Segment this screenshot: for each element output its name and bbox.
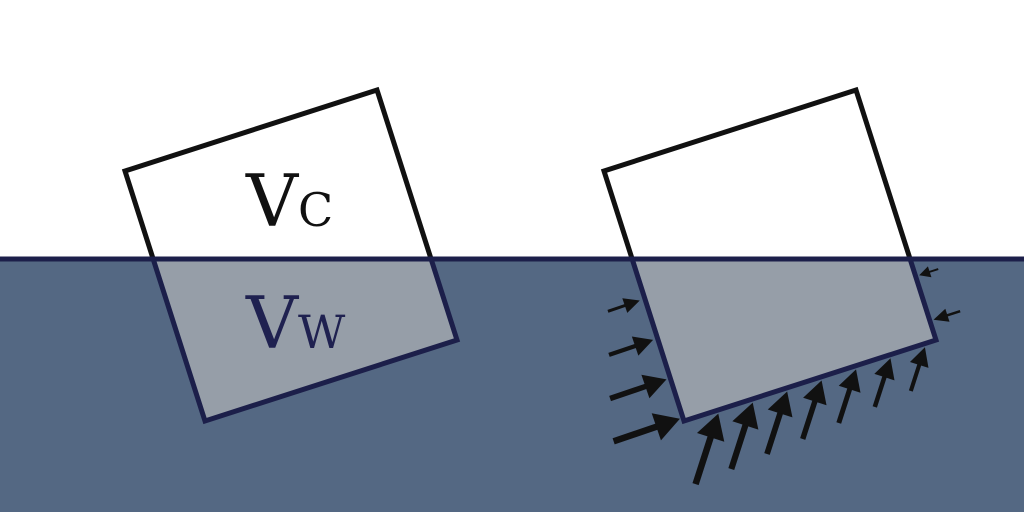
right-block-outline-below — [629, 259, 940, 425]
left-block: VC VW — [121, 86, 461, 425]
pressure-arrow-right-0 — [919, 266, 939, 278]
pressure-arrows — [607, 266, 961, 486]
right-block-submerged-volume — [632, 259, 936, 421]
pressure-arrow-right-1 — [933, 308, 961, 322]
pressure-arrow-left-0 — [607, 298, 640, 313]
pressure-arrow-bottom-3 — [800, 380, 827, 440]
left-block-outline-below — [150, 259, 461, 425]
pressure-arrow-left-2 — [609, 374, 667, 402]
pressure-arrow-bottom-6 — [908, 347, 929, 392]
pressure-arrow-bottom-4 — [836, 369, 861, 424]
right-block — [600, 86, 961, 486]
right-block-above-water — [604, 90, 911, 259]
pressure-arrow-bottom-1 — [728, 402, 759, 471]
pressure-arrow-bottom-2 — [764, 391, 793, 455]
pressure-arrow-bottom-0 — [692, 413, 725, 486]
pressure-arrow-left-3 — [612, 413, 680, 445]
left-block-outline-above — [121, 86, 434, 259]
right-block-outline-above — [600, 86, 913, 259]
label-volume-submerged: VW — [245, 281, 346, 365]
pressure-arrow-bottom-5 — [872, 358, 895, 408]
left-block-submerged-volume — [153, 259, 457, 421]
pressure-arrow-left-1 — [608, 336, 654, 357]
label-volume-above-water: VC — [245, 159, 333, 243]
left-block-above-water — [125, 90, 432, 259]
